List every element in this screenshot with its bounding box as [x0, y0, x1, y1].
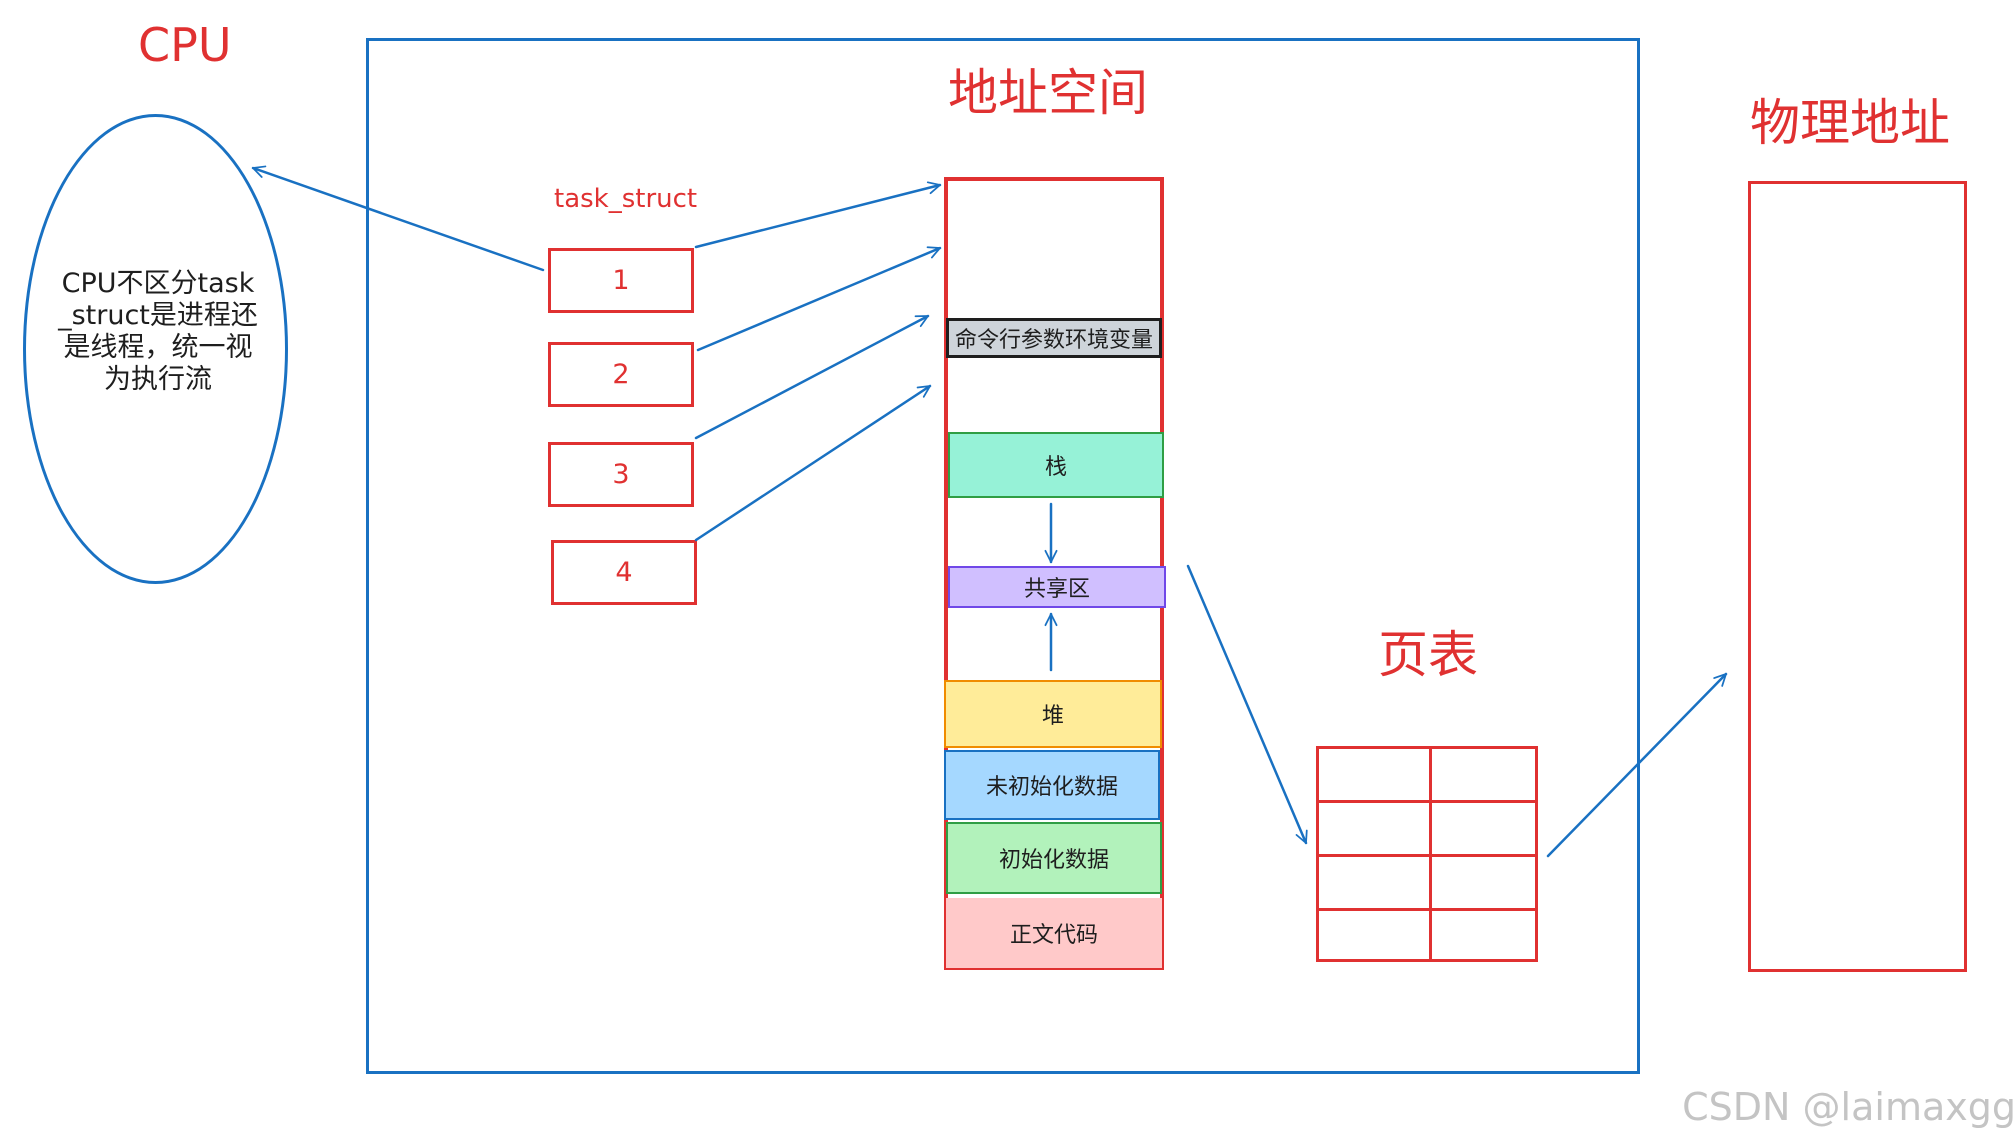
page-table-col-divider — [1429, 749, 1432, 959]
arrow-thread3-to-address-space — [694, 314, 930, 440]
task-struct-item-3: 3 — [548, 442, 694, 507]
watermark: CSDN @laimaxgg — [1682, 1085, 2016, 1129]
segment-bss: 未初始化数据 — [944, 750, 1160, 820]
page-table — [1316, 746, 1538, 962]
arrow-thread1-to-cpu — [251, 165, 545, 272]
page-table-row-divider — [1319, 854, 1535, 857]
arrow-thread1-to-address-space — [694, 181, 942, 249]
cpu-note: CPU不区分task_struct是进程还是线程，统一视为执行流 — [58, 268, 258, 395]
segment-cmdline-env: 命令行参数环境变量 — [946, 318, 1162, 358]
address-space-frame — [366, 38, 1640, 1074]
page-table-title: 页表 — [1378, 626, 1478, 684]
segment-stack: 栈 — [948, 432, 1164, 498]
segment-data: 初始化数据 — [946, 822, 1162, 894]
page-table-row-divider — [1319, 800, 1535, 803]
arrow-address-space-to-page-table — [1186, 564, 1308, 845]
physical-address-title: 物理地址 — [1750, 94, 1950, 152]
segment-shared: 共享区 — [948, 566, 1166, 608]
arrow-thread4-to-address-space — [694, 384, 932, 542]
task-struct-item-2: 2 — [548, 342, 694, 407]
arrow-thread2-to-address-space — [696, 246, 942, 352]
task-struct-item-4: 4 — [551, 540, 697, 605]
segment-text: 正文代码 — [946, 898, 1162, 968]
cpu-title: CPU — [138, 18, 232, 72]
page-table-row-divider — [1319, 908, 1535, 911]
task-struct-item-1: 1 — [548, 248, 694, 313]
task-struct-label: task_struct — [554, 184, 698, 214]
cpu-ellipse — [23, 114, 288, 584]
physical-memory-box — [1748, 181, 1967, 972]
address-space-title: 地址空间 — [948, 64, 1148, 122]
segment-heap: 堆 — [944, 680, 1162, 748]
arrow-page-table-to-physical — [1546, 672, 1728, 858]
